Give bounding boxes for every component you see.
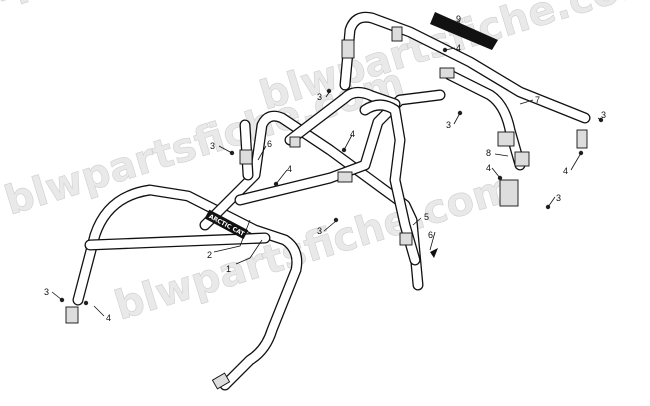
callout-3-rear-end: 3 [601,110,606,120]
rear-down-tube [444,69,526,171]
arrow-icon [430,248,438,258]
callout-8: 8 [486,148,491,158]
callout-4-front-left: 4 [106,313,111,323]
bracket-front-foot [211,372,231,390]
bolt-5 [326,88,332,94]
rear-hoop [339,11,591,124]
watermark-text-2: blwpartsfiche.com [254,0,650,120]
bracket-rear-end [576,129,588,149]
rear-leg [359,99,421,266]
callout-1: 1 [226,264,231,274]
callout-9: 9 [456,14,461,24]
callout-3-front-left: 3 [44,287,49,297]
callout-6-rear: 6 [428,230,433,240]
watermark: blwpartsfiche.com blwpartsfiche.com blwp… [0,0,650,330]
callout-4-left: 4 [287,164,292,174]
callout-3-upper: 3 [317,92,322,102]
callout-6-left: 6 [267,139,272,149]
callout-3-rear-upper: 3 [446,120,451,130]
callout-3-rear-lower: 3 [556,193,561,203]
callout-3-left-post: 3 [210,141,215,151]
bracket-mid [289,136,301,148]
leader-lines [51,19,602,317]
rops-frame [72,11,591,391]
callout-4-upper: 4 [456,43,461,53]
front-hoop [72,184,303,391]
callout-5: 5 [424,212,429,222]
bracket-rear-lower [499,179,519,207]
mount-brackets [65,26,588,390]
bracket-left-post [239,149,253,165]
callouts: 1 2 3 4 3 6 4 3 3 4 9 4 3 7 5 6 8 4 3 3 … [44,14,606,323]
bracket-rear-mount [497,131,515,147]
bracket-upper-b [391,26,403,42]
front-crossbar [84,232,271,251]
center-side-tube [234,89,446,206]
callout-2: 2 [207,250,212,260]
callout-3-center: 3 [317,226,322,236]
decal-strip [430,12,498,50]
decal-strip-shape [430,12,498,50]
bracket-rear-clamp [514,151,530,167]
bracket-center [337,171,353,183]
bolt-7 [333,217,339,223]
callout-4-center: 4 [350,129,355,139]
bracket-leg [399,232,413,246]
callout-4-rear-end: 4 [563,166,568,176]
bolt-2 [83,300,89,306]
callout-7: 7 [535,95,540,105]
callout-4-rear-lower: 4 [486,163,491,173]
bracket-rear [439,67,455,79]
bracket-upper-a [341,39,355,59]
mid-tube [284,87,401,146]
bracket-front-left [65,306,79,324]
watermark-text-4: blwpartsfiche.com [0,0,339,30]
